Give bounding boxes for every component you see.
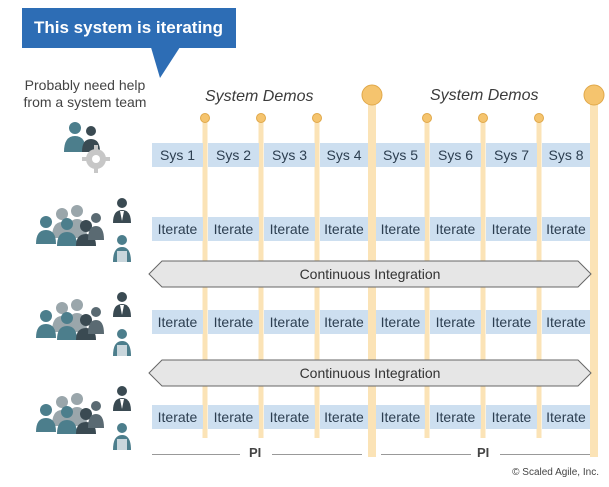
pi-bracket-line xyxy=(152,454,240,455)
pi-bracket-line xyxy=(272,454,362,455)
note-line-2: from a system team xyxy=(23,94,147,110)
sys-cell-8: Sys 8 xyxy=(542,143,590,167)
iterate-cell: Iterate xyxy=(486,217,537,241)
demo-marker-small xyxy=(200,113,210,123)
agile-team-icon-2 xyxy=(36,292,131,356)
ci-label-2: Continuous Integration xyxy=(299,365,441,381)
iterate-cell: Iterate xyxy=(430,405,481,429)
demo-marker-small xyxy=(312,113,322,123)
iterate-cell: Iterate xyxy=(208,310,259,334)
iterate-cell: Iterate xyxy=(152,405,203,429)
iterate-cell: Iterate xyxy=(208,217,259,241)
agile-team-icon-3 xyxy=(36,386,131,450)
callout-tail xyxy=(150,44,182,78)
demo-marker-small xyxy=(256,113,266,123)
sys-cell-6: Sys 6 xyxy=(430,143,481,167)
iterate-cell: Iterate xyxy=(430,217,481,241)
iterate-cell: Iterate xyxy=(376,405,425,429)
ci-label-1: Continuous Integration xyxy=(299,266,441,282)
system-demos-label-1: System Demos xyxy=(205,88,314,105)
system-team-note: Probably need help from a system team xyxy=(10,77,160,111)
iterate-cell: Iterate xyxy=(430,310,481,334)
demo-marker-small xyxy=(422,113,432,123)
pi-bracket-line xyxy=(381,454,471,455)
agile-team-icon-1 xyxy=(36,198,131,262)
system-team-icon xyxy=(64,122,110,173)
sys-cell-3: Sys 3 xyxy=(264,143,315,167)
system-demos-label-2: System Demos xyxy=(430,87,539,104)
pi-label-1: PI xyxy=(249,445,262,460)
iterate-cell: Iterate xyxy=(152,217,203,241)
iterate-cell: Iterate xyxy=(486,310,537,334)
sys-cell-4: Sys 4 xyxy=(320,143,368,167)
demo-marker-small xyxy=(534,113,544,123)
note-line-1: Probably need help xyxy=(24,77,146,93)
sys-cell-7: Sys 7 xyxy=(486,143,537,167)
pi-boundary-line-2 xyxy=(590,100,598,457)
iterate-cell: Iterate xyxy=(152,310,203,334)
iterate-cell: Iterate xyxy=(264,405,315,429)
iterate-cell: Iterate xyxy=(376,217,425,241)
copyright-credit: © Scaled Agile, Inc. xyxy=(512,467,599,478)
demo-markers xyxy=(200,84,605,123)
pi-demo-marker-large xyxy=(583,84,605,106)
sys-cell-2: Sys 2 xyxy=(208,143,259,167)
iterate-cell: Iterate xyxy=(208,405,259,429)
iterate-cell: Iterate xyxy=(264,310,315,334)
demo-marker-small xyxy=(478,113,488,123)
sys-cell-1: Sys 1 xyxy=(152,143,203,167)
iterate-cell: Iterate xyxy=(320,217,368,241)
continuous-integration-arrow-1 xyxy=(148,260,592,288)
pi-demo-marker-large xyxy=(361,84,383,106)
pi-bracket-line xyxy=(500,454,590,455)
iterate-cell: Iterate xyxy=(264,217,315,241)
pi-label-2: PI xyxy=(477,445,490,460)
iterate-cell: Iterate xyxy=(376,310,425,334)
callout-banner: This system is iterating xyxy=(22,8,236,48)
iterate-cell: Iterate xyxy=(542,217,590,241)
continuous-integration-arrow-2 xyxy=(148,359,592,387)
iterate-cell: Iterate xyxy=(320,405,368,429)
iterate-cell: Iterate xyxy=(542,405,590,429)
iterate-cell: Iterate xyxy=(542,310,590,334)
iterate-cell: Iterate xyxy=(320,310,368,334)
sys-cell-5: Sys 5 xyxy=(376,143,425,167)
iterate-cell: Iterate xyxy=(486,405,537,429)
